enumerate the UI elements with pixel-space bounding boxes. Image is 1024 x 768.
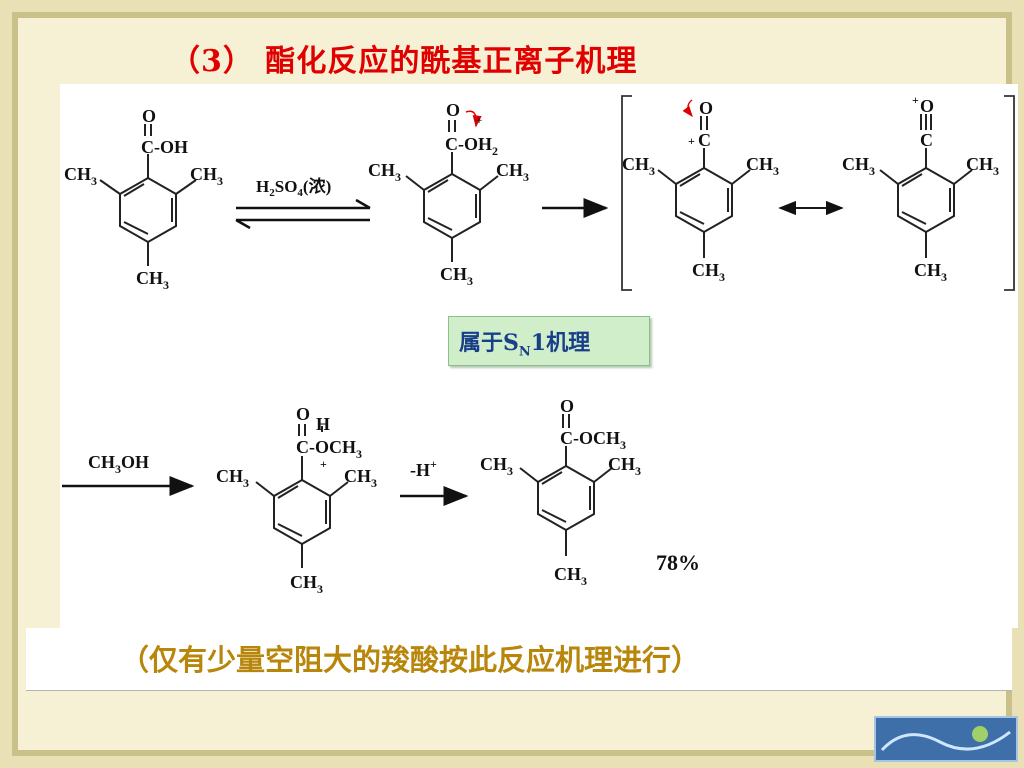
- intermediate-methyl-left: CH3: [216, 466, 249, 490]
- equilibrium-arrows: [235, 198, 371, 230]
- acylium1-methyl-right: CH3: [746, 154, 779, 178]
- acid-c-oh: C-OH: [141, 137, 188, 157]
- acylium-structure-2: [879, 114, 973, 258]
- protonated-methyl-right: CH3: [496, 160, 529, 184]
- bottom-note: （仅有少量空阻大的羧酸按此反应机理进行）: [120, 643, 701, 677]
- acylium2-o: O: [920, 96, 934, 116]
- acylium1-o: O: [699, 98, 713, 118]
- ester-methyl-right: CH3: [608, 454, 641, 478]
- ester-structure: [519, 414, 613, 556]
- mechanism-svg: O C-OH CH3 CH3 CH3 H2SO4(浓) O + C-OH2 CH…: [62, 93, 1015, 596]
- intermediate-methyl-right: CH3: [344, 466, 377, 490]
- acylium2-methyl-right: CH3: [966, 154, 999, 178]
- ester-c-och3: C-OCH3: [560, 428, 626, 452]
- slide-title: （3） 酯化反应的酰基正离子机理: [170, 44, 638, 79]
- acid-carbonyl-o: O: [142, 106, 156, 126]
- acylium1-methyl-para: CH3: [692, 260, 725, 284]
- acylium-curved-arrow: [682, 99, 693, 118]
- ester-o: O: [560, 396, 574, 416]
- acylium2-methyl-para: CH3: [914, 260, 947, 284]
- acylium2-plus: +: [912, 93, 919, 107]
- acylium2-methyl-left: CH3: [842, 154, 875, 178]
- mechanism-type-box: 属于SN1机理: [448, 316, 650, 366]
- step1-reagent: H2SO4(浓): [256, 177, 331, 199]
- intermediate-h: H: [316, 414, 330, 434]
- protonated-plus: +: [476, 115, 482, 127]
- step2-reagent: CH3OH: [88, 452, 149, 476]
- electron-shift-arrow: [465, 110, 482, 128]
- acid-methyl-left: CH3: [64, 164, 97, 188]
- acylium1-plus: +: [688, 134, 695, 148]
- intermediate-methyl-para: CH3: [290, 572, 323, 596]
- acid-methyl-para: CH3: [136, 268, 169, 292]
- bottom-note-band: [26, 628, 1012, 691]
- step3-reagent: -H+: [410, 457, 437, 480]
- intermediate-structure: [255, 424, 349, 568]
- acid-methyl-right: CH3: [190, 164, 223, 188]
- intermediate-plus: +: [320, 457, 327, 471]
- ester-methyl-left: CH3: [480, 454, 513, 478]
- site-logo: [874, 716, 1018, 762]
- intermediate-c-och3: C-OCH3: [296, 437, 362, 461]
- acylium1-methyl-left: CH3: [622, 154, 655, 178]
- acylium-structure-1: [657, 116, 751, 258]
- logo-graphic: [876, 718, 1016, 760]
- resonance-brackets: [621, 95, 1015, 291]
- protonated-methyl-left: CH3: [368, 160, 401, 184]
- acylium2-c: C: [920, 130, 933, 150]
- protonated-structure: [405, 120, 499, 262]
- protonated-c-oh2: C-OH2: [445, 134, 498, 158]
- acid-structure: [99, 124, 197, 266]
- yield-label: 78%: [656, 550, 700, 575]
- acylium1-c: C: [698, 130, 711, 150]
- intermediate-o: O: [296, 404, 310, 424]
- mechanism-type-label: 属于SN1机理: [459, 330, 591, 360]
- protonated-methyl-para: CH3: [440, 264, 473, 288]
- protonated-carbonyl-o: O: [446, 100, 460, 120]
- ester-methyl-para: CH3: [554, 564, 587, 588]
